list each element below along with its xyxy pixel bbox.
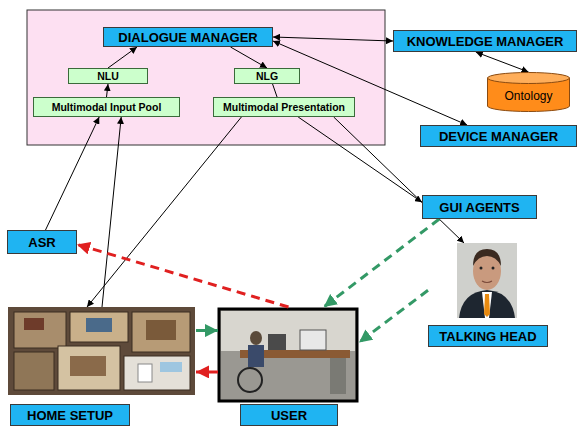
eye bbox=[492, 267, 495, 270]
suit bbox=[459, 290, 515, 318]
manager-box: KNOWLEDGE MANAGER bbox=[393, 30, 577, 52]
node-label: NLG bbox=[256, 70, 278, 82]
component-box: ASR bbox=[7, 230, 77, 254]
module-box: Multimodal Input Pool bbox=[33, 97, 180, 117]
eye bbox=[480, 267, 483, 270]
environment-node: HOME SETUP bbox=[8, 307, 196, 425]
photo-wall bbox=[221, 311, 355, 351]
monitor bbox=[300, 330, 326, 350]
room bbox=[58, 346, 120, 390]
data-flow-arrow bbox=[87, 117, 241, 307]
node-label: TALKING HEAD bbox=[439, 329, 536, 344]
node-label: HOME SETUP bbox=[27, 408, 113, 423]
furniture bbox=[86, 318, 112, 332]
data-flow-arrow bbox=[273, 37, 393, 41]
furniture bbox=[160, 362, 182, 372]
monitor bbox=[268, 334, 286, 350]
talking-head-photo bbox=[457, 243, 517, 318]
photo-frame bbox=[219, 309, 357, 401]
room bbox=[132, 312, 190, 352]
node-label: KNOWLEDGE MANAGER bbox=[407, 34, 564, 49]
mouth bbox=[482, 281, 492, 283]
manager-box: DEVICE MANAGER bbox=[420, 125, 577, 147]
data-flow-arrow bbox=[102, 117, 121, 307]
data-flow-arrow bbox=[107, 84, 109, 97]
node-label: Multimodal Input Pool bbox=[52, 101, 162, 113]
person-head bbox=[250, 331, 262, 345]
node-label: ASR bbox=[28, 235, 55, 250]
name-plate: TALKING HEAD bbox=[428, 325, 548, 347]
node-label: DIALOGUE MANAGER bbox=[118, 30, 257, 45]
data-flow-arrow bbox=[476, 52, 529, 72]
data-flow-arrow bbox=[298, 117, 422, 202]
data-flow-arrow bbox=[231, 47, 268, 68]
person-body bbox=[248, 345, 264, 367]
interaction-arrow bbox=[196, 329, 218, 332]
interaction-arrow bbox=[77, 244, 289, 307]
module-box: NLU bbox=[68, 68, 148, 84]
manager-box: DIALOGUE MANAGER bbox=[103, 27, 273, 47]
node-label: GUI AGENTS bbox=[439, 200, 519, 215]
cabinet bbox=[330, 358, 346, 394]
user-node: USER bbox=[218, 307, 359, 425]
database-cylinder: Ontology bbox=[487, 72, 570, 112]
shirt bbox=[482, 292, 492, 318]
room bbox=[70, 312, 128, 342]
system-panel bbox=[27, 10, 385, 145]
node-label: Ontology bbox=[504, 89, 552, 103]
data-flow-arrow bbox=[108, 47, 137, 68]
module-box: Multimodal Presentation bbox=[213, 97, 355, 117]
tie bbox=[484, 294, 490, 317]
name-plate: HOME SETUP bbox=[10, 404, 130, 426]
hair bbox=[473, 249, 501, 266]
interaction-arrow bbox=[359, 290, 428, 342]
avatar-node: TALKING HEAD bbox=[428, 243, 548, 348]
interaction-arrow bbox=[196, 370, 218, 373]
name-plate: USER bbox=[240, 404, 338, 426]
data-flow-arrow bbox=[46, 117, 100, 230]
room bbox=[14, 312, 66, 348]
home-floorplan bbox=[8, 307, 195, 395]
floorplan-ground bbox=[8, 307, 195, 395]
node-label: DEVICE MANAGER bbox=[439, 129, 558, 144]
photo-ground bbox=[457, 243, 517, 318]
room bbox=[124, 356, 190, 390]
room bbox=[14, 352, 54, 390]
furniture bbox=[24, 318, 44, 330]
node-label: USER bbox=[271, 408, 307, 423]
furniture bbox=[146, 320, 176, 340]
user-photo bbox=[219, 309, 357, 401]
module-box: NLG bbox=[234, 68, 300, 84]
furniture bbox=[70, 356, 106, 376]
node-label: Multimodal Presentation bbox=[223, 101, 345, 113]
wheelchair bbox=[238, 368, 262, 392]
node-label: NLU bbox=[97, 70, 119, 82]
component-box: GUI AGENTS bbox=[422, 195, 537, 219]
furniture bbox=[138, 364, 152, 382]
